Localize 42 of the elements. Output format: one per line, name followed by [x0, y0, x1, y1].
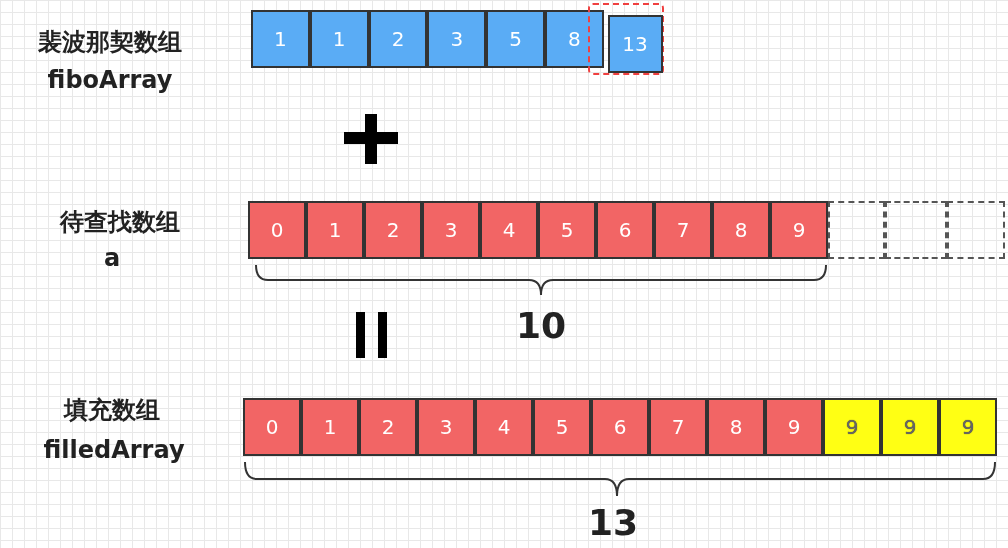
array-cell: 2 — [364, 201, 422, 259]
array-cell: 1 — [306, 201, 364, 259]
empty-cell — [947, 201, 1005, 259]
array-cell: 2 — [359, 398, 417, 456]
array-cell: 6 — [591, 398, 649, 456]
length-label: 10 — [515, 304, 567, 346]
array-cell: 2 — [368, 10, 428, 68]
array-cell: 9 — [765, 398, 823, 456]
array-cell: 0 — [248, 201, 306, 259]
array-cell: 5 — [538, 201, 596, 259]
array-cell: 7 — [654, 201, 712, 259]
array-cell: 5 — [486, 10, 545, 68]
array-cell: 3 — [427, 10, 487, 68]
array-cell: 3 — [422, 201, 480, 259]
array-cell: 8 — [545, 10, 604, 68]
array-cell: 8 — [712, 201, 770, 259]
array-cell: 4 — [475, 398, 533, 456]
array-label: 填充数组 — [64, 395, 160, 426]
array-cell: 0 — [243, 398, 301, 456]
array-cell: 5 — [533, 398, 591, 456]
empty-cell — [828, 201, 885, 259]
highlight-box — [588, 3, 664, 75]
array-cell: 9 — [770, 201, 828, 259]
array-cell: 13 — [607, 14, 663, 73]
array-cell: 3 — [417, 398, 475, 456]
array-label: filledArray — [43, 436, 185, 464]
array-cell: 7 — [649, 398, 707, 456]
array-cell: 1 — [309, 10, 369, 68]
array-cell: 6 — [596, 201, 654, 259]
array-cell: 8 — [707, 398, 765, 456]
empty-cell — [885, 201, 947, 259]
length-label: 13 — [587, 501, 639, 543]
array-label: 裴波那契数组 — [38, 27, 182, 58]
array-label: fiboArray — [47, 66, 173, 94]
array-cell: 1 — [251, 10, 310, 68]
array-cell: 4 — [480, 201, 538, 259]
array-cell: 9 — [823, 398, 881, 456]
array-cell: 1 — [301, 398, 359, 456]
array-label: 待查找数组 — [60, 207, 180, 238]
array-cell: 9 — [881, 398, 939, 456]
array-cell: 9 — [939, 398, 997, 456]
array-label: a — [103, 244, 121, 272]
